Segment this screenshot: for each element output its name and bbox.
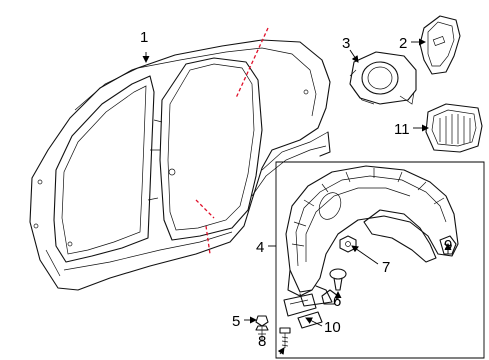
callout-8: 8 <box>258 333 266 350</box>
fuel-filler-housing-part <box>349 51 417 105</box>
callout-6: 6 <box>333 293 341 310</box>
hex-nut-part <box>339 235 357 253</box>
air-vent-grille-part <box>425 103 483 153</box>
callout-4: 4 <box>256 239 264 256</box>
fuel-door-part <box>419 15 461 75</box>
callout-11: 11 <box>394 121 410 138</box>
callout-9: 9 <box>444 237 452 254</box>
leader-lines <box>142 38 452 355</box>
callout-3: 3 <box>342 35 350 52</box>
callout-10: 10 <box>324 319 341 336</box>
wheelhouse-liner-part <box>285 165 459 307</box>
liner-clip-part <box>329 268 347 291</box>
callout-1: 1 <box>140 29 148 46</box>
splash-shield-part <box>283 289 339 329</box>
section-cut-lines <box>195 27 269 255</box>
callout-7: 7 <box>382 259 390 276</box>
callout-2: 2 <box>399 35 407 52</box>
screw-part <box>279 327 291 348</box>
liner-group-box <box>275 161 485 359</box>
uniside-panel-part <box>29 39 331 291</box>
callout-5: 5 <box>232 313 240 330</box>
